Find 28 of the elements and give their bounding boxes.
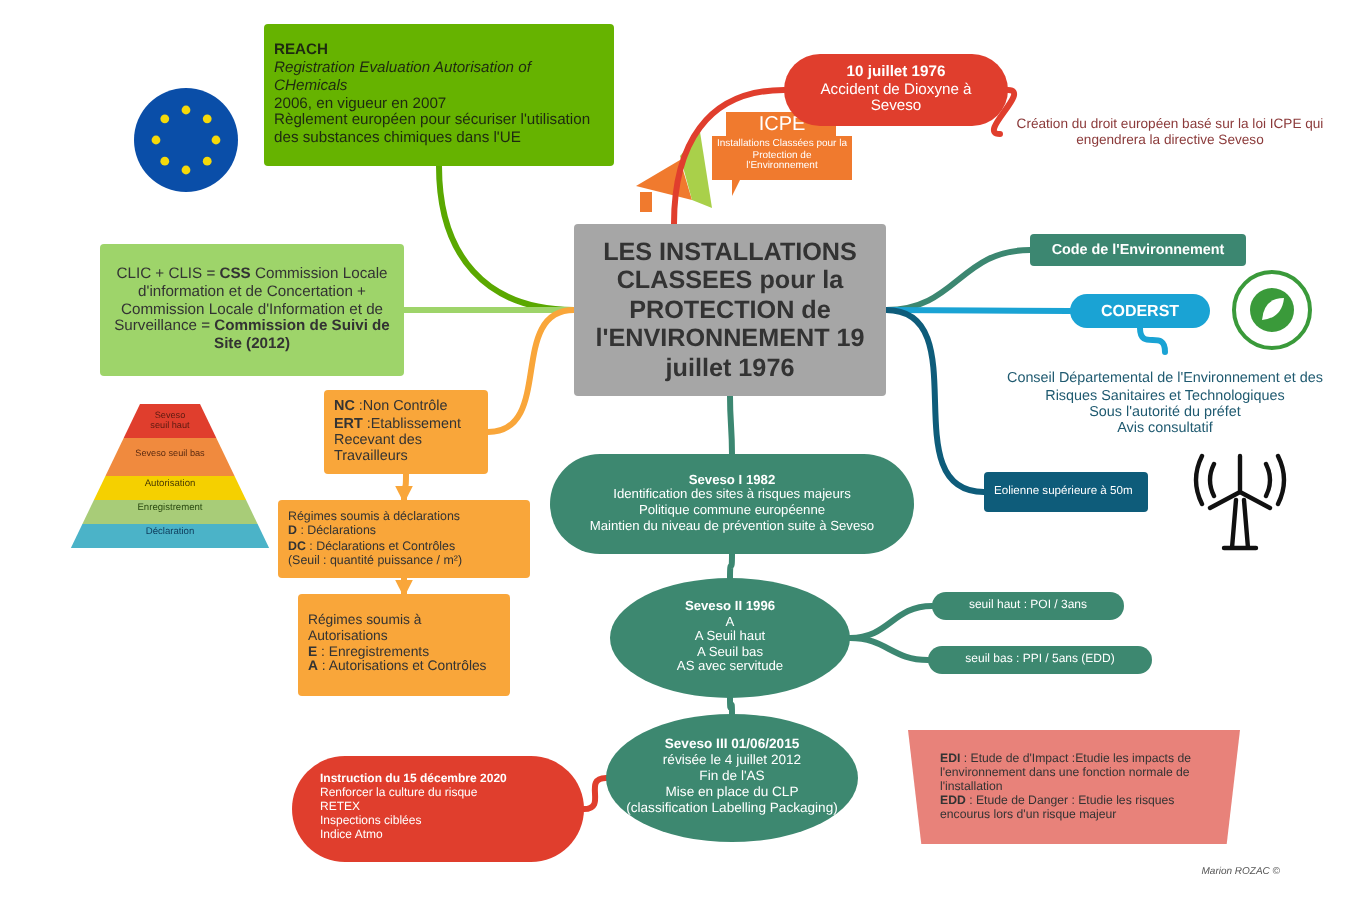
topic-box — [984, 472, 1148, 512]
node-text: LES INSTALLATIONS CLASSEES pour la PROTECTION de l'ENVIRONNEMENT 19 juillet 1976 — [593, 237, 867, 383]
node-text: CODERST — [1098, 301, 1182, 321]
trapezoid-box — [908, 730, 1240, 844]
connector — [727, 551, 735, 581]
connector — [847, 635, 931, 663]
topic-box — [264, 24, 614, 166]
central-topic-box — [574, 224, 886, 396]
topic-box — [278, 500, 530, 578]
topic-pill — [932, 592, 1124, 620]
topic-box — [100, 244, 404, 376]
connector — [581, 775, 609, 812]
connector — [727, 695, 735, 717]
topic-box — [298, 594, 510, 696]
topic-pill — [550, 454, 914, 554]
topic-pill — [292, 756, 584, 862]
topic-box — [1030, 234, 1246, 266]
connector — [883, 307, 987, 495]
connector — [1137, 325, 1168, 355]
connector — [671, 87, 787, 227]
connector — [990, 87, 1018, 137]
topic-pill — [1070, 294, 1210, 328]
topic-pill — [928, 646, 1152, 674]
connector — [727, 393, 735, 457]
topic-box — [324, 390, 488, 474]
connector — [485, 307, 577, 435]
connector — [395, 575, 413, 598]
connector — [395, 471, 414, 504]
